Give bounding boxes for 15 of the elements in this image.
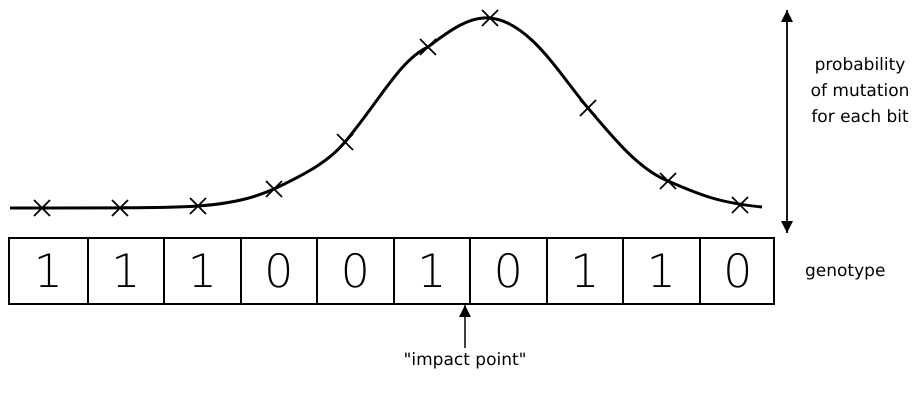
bit-value: 1 xyxy=(417,248,446,294)
bit-value: 1 xyxy=(34,248,63,294)
bit-value: 0 xyxy=(723,248,752,294)
bit-value: 1 xyxy=(188,248,217,294)
bit-value: 1 xyxy=(570,248,600,294)
bit-value: 0 xyxy=(264,248,294,294)
bit-value: 0 xyxy=(340,248,370,294)
impact-point-label: "impact point" xyxy=(385,350,545,370)
bit-value: 1 xyxy=(646,248,676,294)
bit-value: 0 xyxy=(494,248,523,294)
bit-value: 1 xyxy=(111,248,140,294)
axis-caption: probability of mutation for each bit xyxy=(810,54,910,129)
arrow xyxy=(459,305,471,348)
genotype-strip xyxy=(8,237,775,305)
genotype-label: genotype xyxy=(805,261,886,281)
